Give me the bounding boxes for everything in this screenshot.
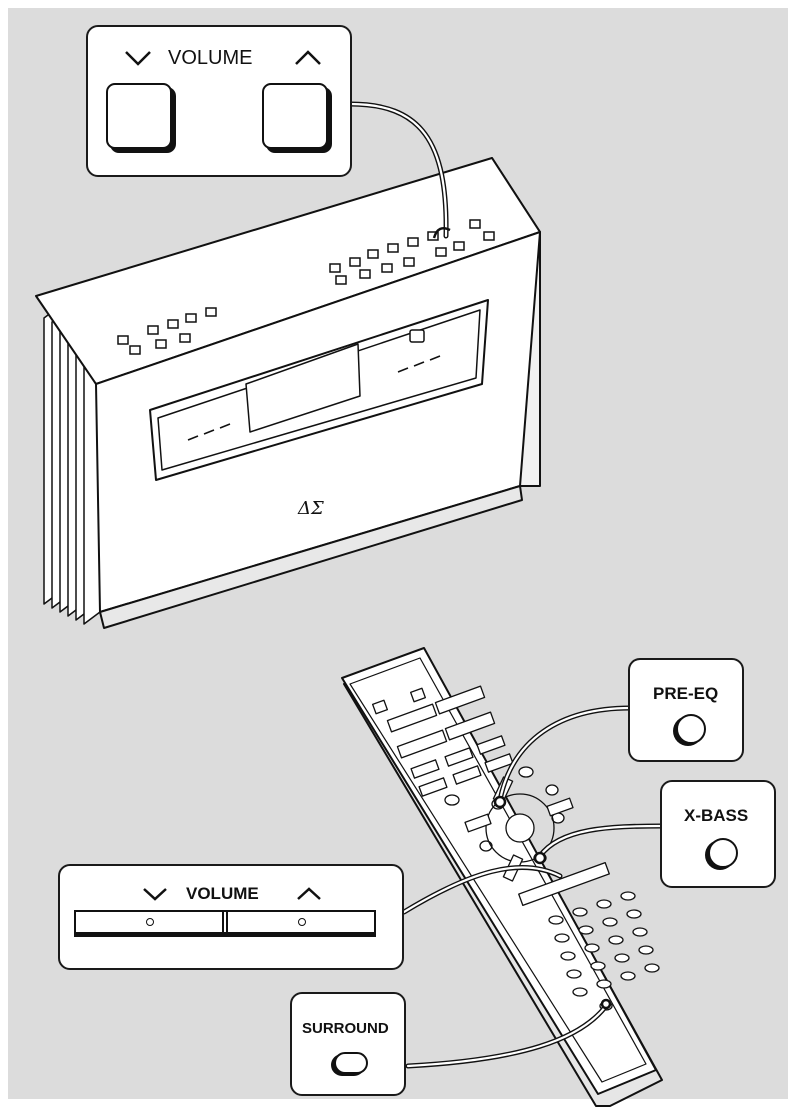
dpad-center xyxy=(506,814,534,842)
brand-logo: ΔΣ xyxy=(297,498,324,519)
pre-eq-callout: PRE-EQ xyxy=(628,658,744,762)
chevron-down-icon xyxy=(142,886,168,902)
x-bass-button[interactable] xyxy=(708,838,738,868)
pre-eq-label: PRE-EQ xyxy=(653,684,718,704)
x-bass-label: X-BASS xyxy=(684,806,748,826)
unit-volume-up-button[interactable] xyxy=(262,83,328,149)
pre-eq-button[interactable] xyxy=(676,714,706,744)
surround-button[interactable] xyxy=(334,1052,368,1074)
chevron-down-icon xyxy=(124,49,152,67)
volume-up-dot xyxy=(298,918,306,926)
x-bass-callout: X-BASS xyxy=(660,780,776,888)
chevron-up-icon xyxy=(294,49,322,67)
surround-label: SURROUND xyxy=(302,1020,389,1037)
unit-volume-down-button[interactable] xyxy=(106,83,172,149)
volume-down-dot xyxy=(146,918,154,926)
chevron-up-icon xyxy=(296,886,322,902)
unit-volume-label: VOLUME xyxy=(168,47,252,70)
remote-volume-label: VOLUME xyxy=(186,884,259,904)
rocker-divider xyxy=(222,910,228,934)
unit-volume-callout: VOLUME xyxy=(86,25,352,177)
main-unit: ΔΣ xyxy=(36,158,540,628)
front-indicator xyxy=(410,330,424,342)
remote-volume-rocker-button[interactable] xyxy=(74,910,376,934)
surround-callout: SURROUND xyxy=(290,992,406,1096)
